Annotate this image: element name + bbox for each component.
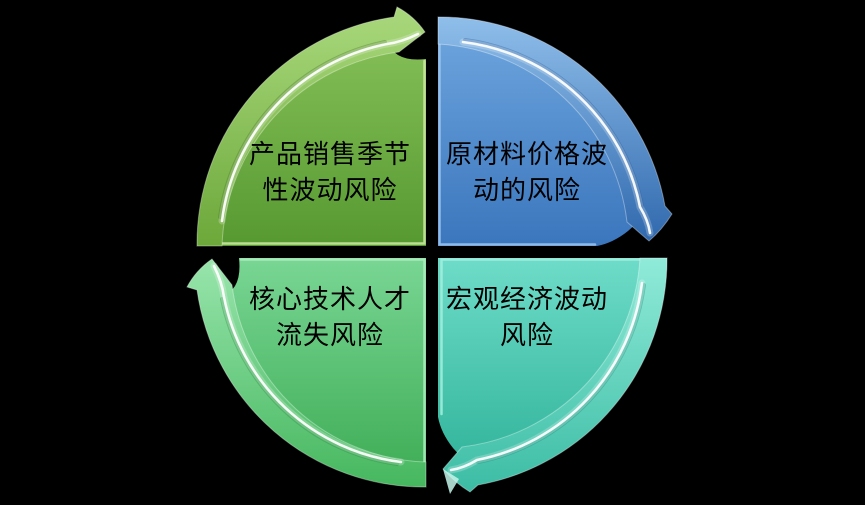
quadrant-edge-bevel [438, 18, 597, 246]
arrow-groove [218, 40, 387, 219]
gloss-highlight [212, 264, 403, 464]
arrow-groove [463, 38, 644, 208]
quadrant-edge-bevel [440, 258, 666, 416]
quadrant-bottom-right[interactable] [438, 257, 668, 494]
arrow-groove [220, 297, 399, 466]
quadrant-bottom-left[interactable] [186, 258, 427, 488]
quadrant-edge-bevel [239, 258, 426, 486]
quadrant-body [197, 26, 426, 246]
arrow-tip-facet [443, 469, 459, 494]
quadrant-body [438, 258, 667, 478]
gloss-highlight [449, 281, 644, 472]
arrow-swoosh-up [186, 258, 427, 488]
arrow-swoosh-down [437, 16, 673, 242]
arrow-swoosh-left [442, 257, 668, 493]
gloss-highlight [461, 40, 652, 235]
quadrant-edge-bevel [199, 59, 426, 245]
quadrant-body [438, 17, 658, 246]
quadrant-top-right[interactable] [437, 16, 673, 246]
gloss-highlight [220, 32, 420, 223]
arrow-swoosh-right [196, 6, 426, 247]
quadrant-body [206, 258, 426, 487]
arrow-groove [476, 283, 646, 464]
quadrant-top-left[interactable] [196, 6, 426, 247]
